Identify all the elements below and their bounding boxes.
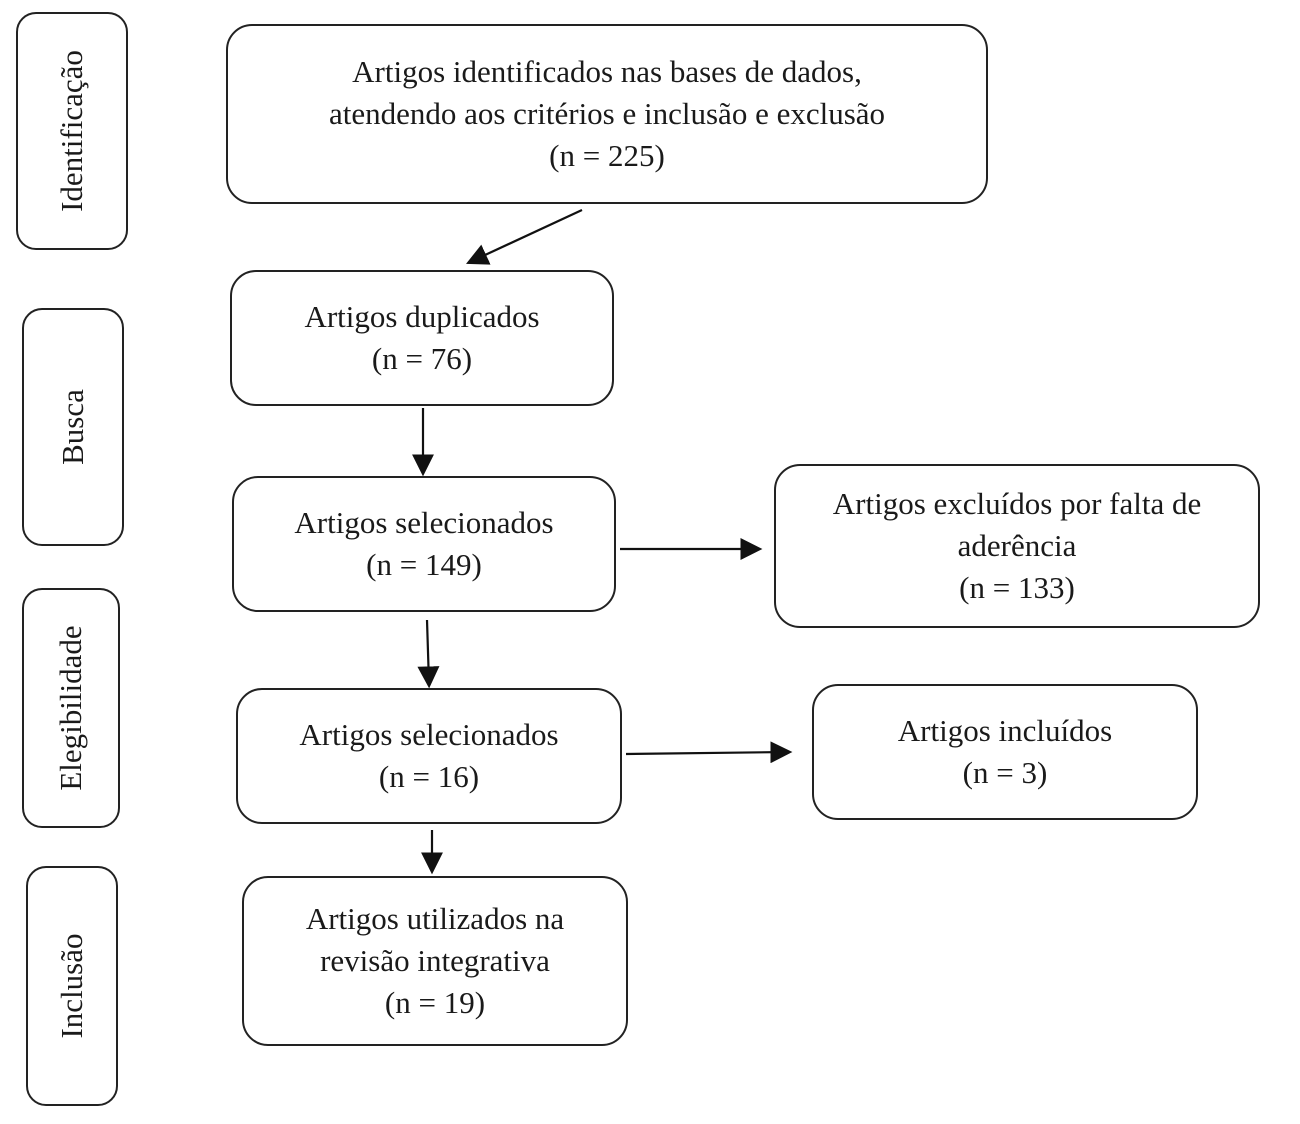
box-identificados-count: (n = 225) <box>549 138 665 173</box>
box-utilizados-count: (n = 19) <box>384 985 486 1020</box>
box-artigos-incluidos: Artigos incluídos (n = 3) <box>812 684 1198 820</box>
box-artigos-identificados: Artigos identificados nas bases de dados… <box>226 24 988 204</box>
box-artigos-excluidos: Artigos excluídos por falta de aderência… <box>774 464 1260 628</box>
box-artigos-duplicados: Artigos duplicados (n = 76) <box>230 270 614 406</box>
box-identificados-line1: Artigos identificados nas bases de dados… <box>352 54 862 89</box>
box-duplicados-line1: Artigos duplicados <box>304 299 540 334</box>
box-incluidos-line1: Artigos incluídos <box>897 713 1113 748</box>
box-selecionados-1-line1: Artigos selecionados <box>294 505 554 540</box>
box-selecionados-2-count: (n = 16) <box>378 759 480 794</box>
box-utilizados-line2: revisão integrativa <box>320 943 550 978</box>
box-selecionados-1-count: (n = 149) <box>366 547 482 582</box>
arrow-selecionados16-to-incluidos <box>625 741 793 764</box>
box-excluidos-line2: aderência <box>957 528 1077 563</box>
stage-elegibilidade: Elegibilidade <box>22 588 120 828</box>
box-incluidos-count: (n = 3) <box>962 755 1048 790</box>
stage-identificacao: Identificação <box>16 12 128 250</box>
stage-inclusao: Inclusão <box>26 866 118 1106</box>
box-identificados-line2: atendendo aos critérios e inclusão e exc… <box>328 96 886 131</box>
box-artigos-selecionados-16: Artigos selecionados (n = 16) <box>236 688 622 824</box>
arrow-identificados-to-duplicados <box>466 209 583 265</box>
box-utilizados-line1: Artigos utilizados na <box>305 901 565 936</box>
box-duplicados-count: (n = 76) <box>371 341 473 376</box>
box-artigos-utilizados: Artigos utilizados na revisão integrativ… <box>242 876 628 1046</box>
box-excluidos-line1: Artigos excluídos por falta de <box>832 486 1202 521</box>
stage-busca: Busca <box>22 308 124 546</box>
box-excluidos-count: (n = 133) <box>959 570 1075 605</box>
box-selecionados-2-line1: Artigos selecionados <box>299 717 559 752</box>
arrow-selecionados149-to-selecionados16 <box>417 619 440 689</box>
box-artigos-selecionados-149: Artigos selecionados (n = 149) <box>232 476 616 612</box>
